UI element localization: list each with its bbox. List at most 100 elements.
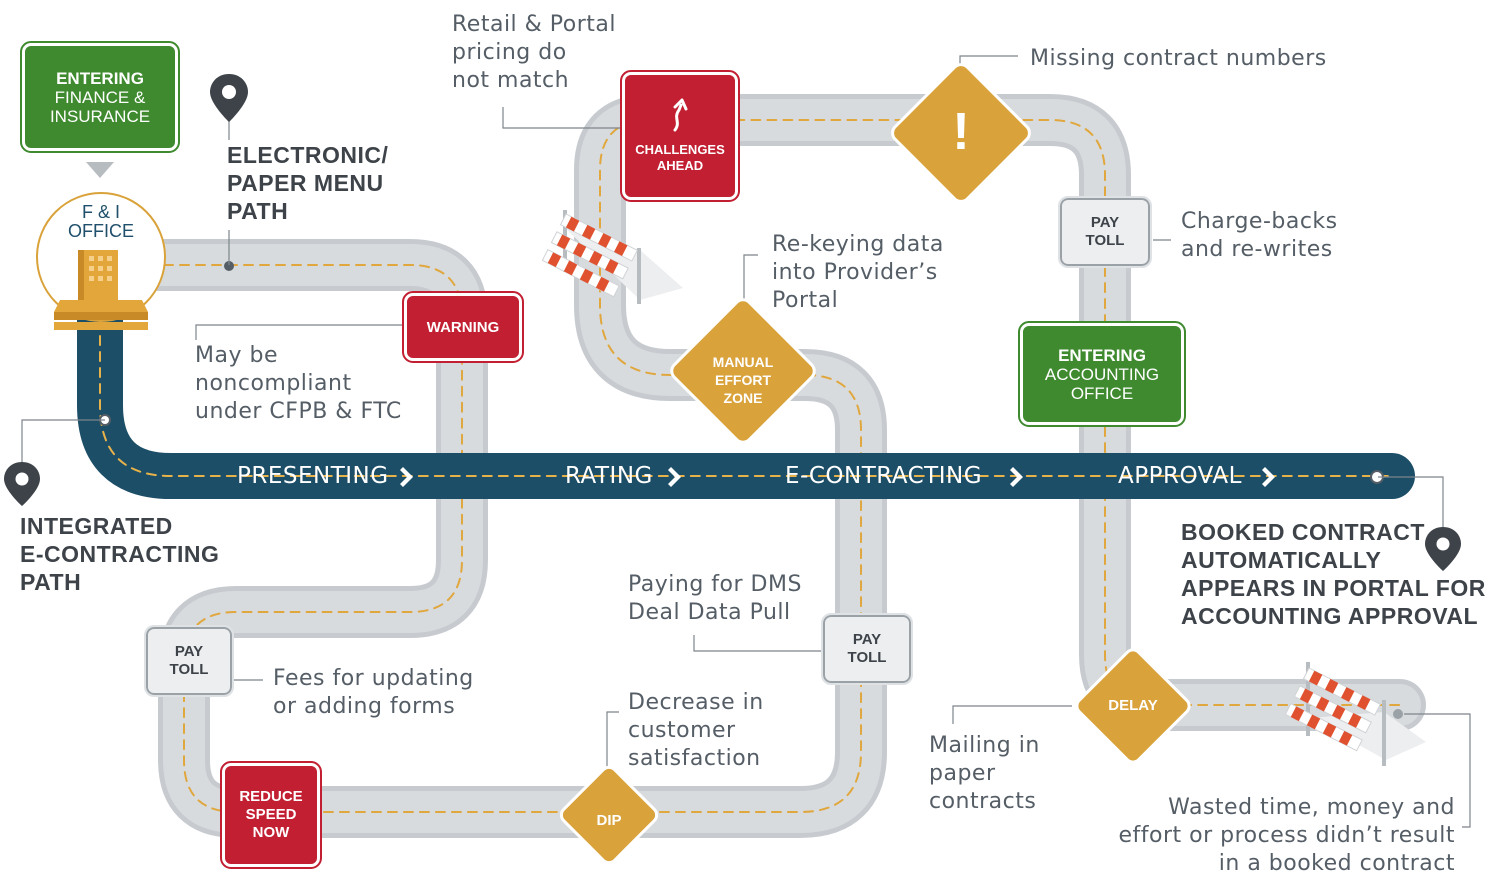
- delay-diamond: [1075, 648, 1191, 764]
- reduce-line3: NOW: [252, 824, 290, 841]
- challenges-ahead-sign: CHALLENGES AHEAD: [620, 70, 740, 202]
- pay-toll-sign-top: PAY TOLL: [1058, 196, 1152, 268]
- manual-line3: ZONE: [723, 390, 763, 406]
- note-rekeying-line1: Re-keying data: [772, 232, 944, 257]
- challenges-line2: AHEAD: [656, 158, 704, 173]
- exclaim-icon: !: [952, 103, 970, 161]
- integrated-path-road: [77, 297, 1415, 499]
- manual-line1: MANUAL: [712, 354, 774, 370]
- dead-end-node: [1393, 709, 1403, 719]
- pay-toll-sign-mid: PAY TOLL: [821, 613, 913, 685]
- note-rekeying-line3: Portal: [772, 288, 839, 313]
- note-missing-contracts: Missing contract numbers: [1030, 46, 1327, 71]
- note-wasted-line1: Wasted time, money and: [1168, 795, 1455, 820]
- note-chargebacks-line2: and re-writes: [1181, 237, 1333, 262]
- toll-mid-line2: TOLL: [847, 649, 887, 666]
- note-dms-line2: Deal Data Pull: [628, 600, 791, 625]
- barricade-icon: [1284, 662, 1426, 766]
- paper-path-title: ELECTRONIC/ PAPER MENU PATH: [227, 141, 388, 225]
- end-line3: APPEARS IN PORTAL FOR: [1181, 575, 1486, 601]
- note-dms-pull: Paying for DMS Deal Data Pull: [628, 571, 802, 627]
- manual-line2: EFFORT: [715, 372, 771, 388]
- toll-top-line1: PAY: [1090, 214, 1120, 231]
- integrated-path-title: INTEGRATED E-CONTRACTING PATH: [20, 512, 219, 596]
- toll-left-line2: TOLL: [169, 661, 209, 678]
- end-line4: ACCOUNTING APPROVAL: [1181, 603, 1478, 629]
- note-chargebacks-line1: Charge-backs: [1181, 209, 1338, 234]
- accounting-line1: ENTERING: [1058, 345, 1146, 365]
- paper-path-road: [74, 94, 1426, 838]
- note-dms-line1: Paying for DMS: [628, 572, 802, 597]
- toll-top-line2: TOLL: [1085, 232, 1125, 249]
- note-wasted-line2: effort or process didn’t result: [1118, 823, 1455, 848]
- entering-finance-sign: ENTERING FINANCE & INSURANCE: [20, 41, 180, 153]
- leader-lines: [21, 55, 1471, 828]
- toll-mid-line1: PAY: [852, 631, 882, 648]
- note-noncompliant: May be noncompliant under CFPB & FTC: [195, 342, 402, 426]
- reduce-line1: REDUCE: [239, 788, 303, 805]
- office-line2: OFFICE: [68, 221, 134, 241]
- down-arrow-icon: [86, 162, 114, 178]
- accounting-line3: OFFICE: [1070, 383, 1134, 403]
- manual-effort-diamond: [670, 298, 816, 444]
- reduce-line2: SPEED: [245, 806, 297, 823]
- fi-office-label: F & I OFFICE: [51, 203, 151, 241]
- note-fees-line1: Fees for updating: [273, 666, 474, 691]
- start-sign-line1: ENTERING: [56, 68, 144, 88]
- note-retail-pricing: Retail & Portal pricing do not match: [452, 11, 616, 95]
- note-noncompliant-line2: noncompliant: [195, 371, 352, 396]
- toll-left-line1: PAY: [174, 643, 204, 660]
- note-retail-line1: Retail & Portal: [452, 12, 617, 37]
- location-pin-icon: [210, 74, 248, 122]
- note-retail-line3: not match: [452, 68, 570, 93]
- note-chargebacks: Charge-backs and re-writes: [1181, 208, 1338, 264]
- end-line2: AUTOMATICALLY: [1181, 547, 1382, 573]
- accounting-line2: ACCOUNTING: [1044, 364, 1160, 384]
- note-rekeying: Re-keying data into Provider’s Portal: [772, 231, 944, 315]
- entering-accounting-sign: ENTERING ACCOUNTING OFFICE: [1018, 321, 1186, 427]
- stage-presenting: PRESENTING: [237, 463, 389, 489]
- note-satisfaction: Decrease in customer satisfaction: [628, 689, 764, 773]
- dip-diamond: [559, 765, 659, 865]
- challenges-line1: CHALLENGES: [635, 142, 725, 157]
- integrated-line3: PATH: [20, 569, 82, 595]
- location-pin-icon: [4, 462, 40, 506]
- note-fees-line2: or adding forms: [273, 694, 456, 719]
- manual-effort-label: MANUAL EFFORT ZONE: [693, 353, 793, 407]
- booked-contract-title: BOOKED CONTRACT AUTOMATICALLY APPEARS IN…: [1181, 518, 1486, 630]
- pay-toll-sign-left: PAY TOLL: [144, 625, 234, 697]
- integrated-line2: E-CONTRACTING: [20, 541, 220, 567]
- note-noncompliant-line3: under CFPB & FTC: [195, 399, 402, 424]
- end-line1: BOOKED CONTRACT: [1181, 519, 1425, 545]
- stage-approval: APPROVAL: [1118, 463, 1242, 489]
- note-wasted: Wasted time, money and effort or process…: [1100, 794, 1455, 878]
- warning-sign: WARNING: [402, 291, 524, 363]
- warning-label: WARNING: [426, 318, 500, 336]
- paper-start-node: [224, 261, 234, 271]
- stage-chevrons: [400, 467, 1275, 487]
- note-fees: Fees for updating or adding forms: [273, 665, 474, 721]
- stage-e-contracting: E-CONTRACTING: [785, 463, 983, 489]
- note-mailing-line1: Mailing in: [929, 733, 1040, 758]
- note-wasted-line3: in a booked contract: [1218, 851, 1455, 876]
- stage-rating: RATING: [565, 463, 653, 489]
- note-rekeying-line2: into Provider’s: [772, 260, 938, 285]
- start-sign-line3: INSURANCE: [49, 106, 151, 126]
- paper-path-line3: PATH: [227, 198, 289, 224]
- office-line1: F & I: [81, 202, 120, 222]
- delay-label: DELAY: [1108, 697, 1158, 714]
- curve-arrow-icon: [673, 98, 688, 132]
- location-pin-icon: [1425, 527, 1461, 571]
- note-mailing-line3: contracts: [929, 789, 1037, 814]
- paper-path-line1: ELECTRONIC/: [227, 142, 389, 168]
- note-retail-line2: pricing do: [452, 40, 567, 65]
- dip-label: DIP: [596, 812, 622, 829]
- note-mailing-line2: paper: [929, 761, 996, 786]
- note-satisfaction-line3: satisfaction: [628, 746, 761, 771]
- office-building-icon: [36, 192, 166, 330]
- exclaim-diamond: [891, 63, 1031, 203]
- note-mailing: Mailing in paper contracts: [929, 732, 1040, 816]
- note-noncompliant-line1: May be: [195, 343, 278, 368]
- paper-path-line2: PAPER MENU: [227, 170, 384, 196]
